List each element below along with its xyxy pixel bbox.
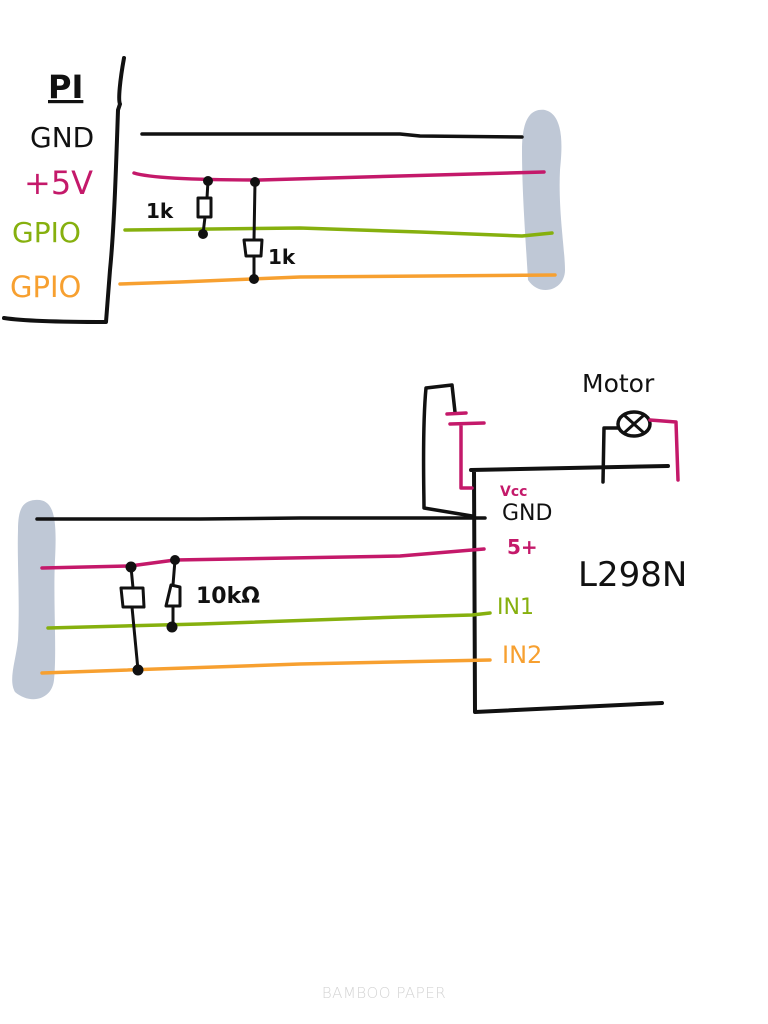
chip-label: L298N [578, 555, 687, 595]
pin-label-5v: +5V [24, 164, 93, 202]
resistor-10k-label: 10kΩ [196, 584, 260, 609]
pin-label-gnd: GND [30, 121, 94, 154]
wire-in1-bottom [46, 611, 492, 630]
motor-symbol [601, 410, 680, 484]
wire-gpio-a-top [123, 226, 554, 238]
pin-label-gnd-driver: GND [502, 501, 552, 526]
pin-label-in2: IN2 [502, 641, 542, 669]
resistor-10k [164, 555, 182, 633]
wire-5v-top [132, 170, 546, 182]
pin-label-vcc: Vcc [500, 484, 527, 500]
resistor-1k-a [196, 176, 213, 239]
pin-label-in1: IN1 [497, 595, 534, 620]
connector-right [522, 109, 565, 291]
power-loop-vcc [445, 411, 486, 490]
wire-5v-bottom [40, 547, 486, 570]
connector-left [12, 499, 56, 700]
bamboo-paper-watermark: BAMBOO PAPER [321, 984, 447, 1002]
resistor-1k-a-label: 1k [146, 199, 174, 223]
driver-section [12, 383, 680, 714]
motor-label: Motor [582, 369, 655, 398]
wire-gnd-bottom [35, 516, 487, 521]
pi-board-outline [2, 56, 126, 324]
pin-label-gpio-a: GPIO [12, 216, 81, 249]
pi-header-label: PI [48, 68, 83, 106]
resistor-1k-b-label: 1k [268, 245, 296, 269]
power-loop-gnd [421, 383, 474, 518]
wire-gpio-b-top [118, 273, 557, 286]
wire-in2-bottom [40, 658, 492, 675]
pi-section [2, 56, 565, 324]
pin-label-gpio-b: GPIO [10, 270, 81, 304]
wire-gnd-top [140, 132, 524, 139]
pin-label-five: 5+ [507, 535, 538, 559]
resistor-a-bottom [119, 561, 146, 676]
resistor-1k-b [242, 177, 264, 284]
